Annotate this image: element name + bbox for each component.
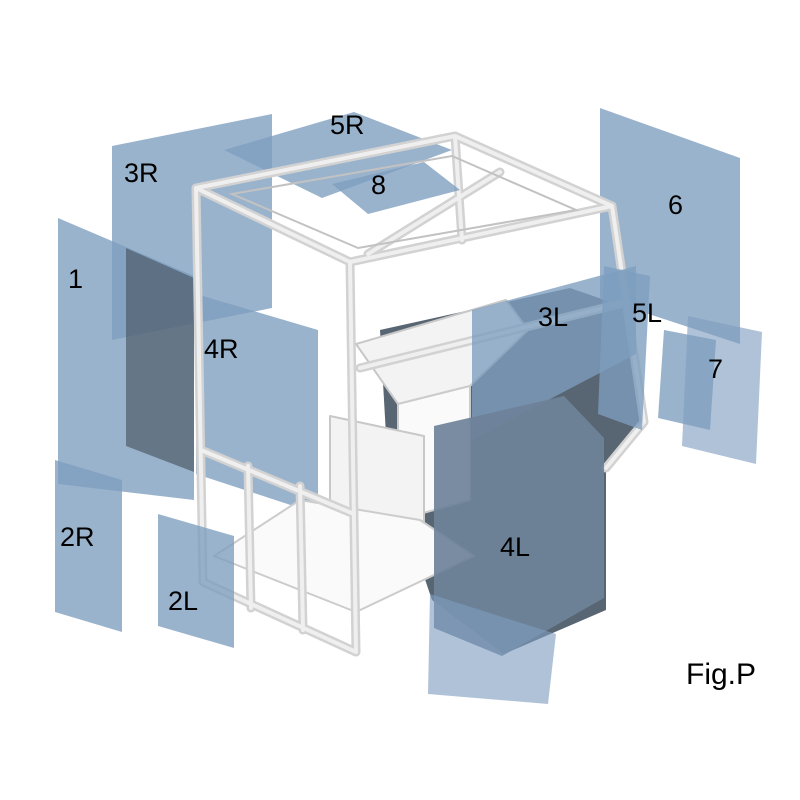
- panel-label-4l: 4L: [500, 532, 531, 562]
- panel-label-2l: 2L: [168, 586, 199, 616]
- panel-label-1: 1: [68, 264, 84, 294]
- figure-caption: Fig.P: [686, 658, 757, 691]
- panel-label-2r: 2R: [60, 522, 95, 552]
- panel-7-glass: [658, 330, 716, 430]
- panel-label-5r: 5R: [330, 110, 365, 140]
- panel-8-glass: [332, 162, 460, 214]
- panel-4l-glass: [434, 396, 604, 656]
- panel-label-4r: 4R: [204, 334, 239, 364]
- panel-5l-glass: [598, 266, 650, 430]
- panel-label-7: 7: [708, 354, 724, 384]
- panel-2l-glass: [158, 514, 234, 648]
- panel-4r-glass: [196, 294, 318, 514]
- panel-2r-glass: [55, 460, 122, 632]
- panel-3l-glass: [472, 266, 636, 440]
- panel-4l-lower-glass: [428, 594, 556, 704]
- panel-label-5l: 5L: [632, 298, 663, 328]
- panel-label-3r: 3R: [124, 158, 159, 188]
- panel-label-8: 8: [371, 170, 387, 200]
- panel-label-6: 6: [668, 190, 684, 220]
- panel-1-shade: [126, 248, 194, 472]
- roof-opening-edge: [228, 154, 580, 250]
- panel-label-3l: 3L: [538, 302, 569, 332]
